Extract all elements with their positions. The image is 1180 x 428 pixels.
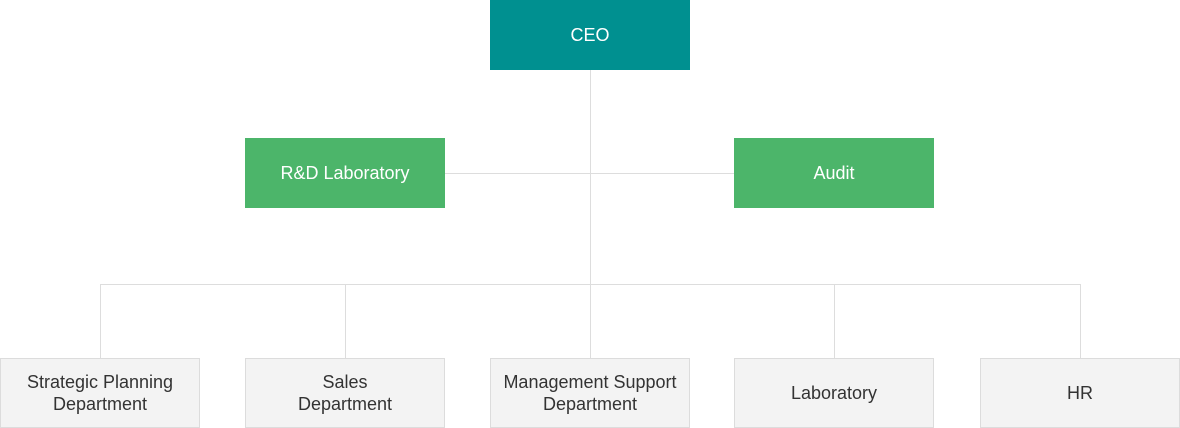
node-strategic-planning-label: Strategic Planning Department [26, 372, 174, 414]
node-management-support-department: Management Support Department [490, 358, 690, 428]
node-ceo: CEO [490, 0, 690, 70]
node-laboratory-label: Laboratory [790, 383, 878, 403]
node-rd-laboratory: R&D Laboratory [245, 138, 445, 208]
connector-middle-horizontal [445, 173, 734, 174]
node-audit: Audit [734, 138, 934, 208]
connector-dept-2 [345, 284, 346, 358]
node-hr: HR [980, 358, 1180, 428]
connector-dept-5 [1080, 284, 1081, 358]
node-sales-department: Sales Department [245, 358, 445, 428]
node-laboratory: Laboratory [734, 358, 934, 428]
node-rd-laboratory-label: R&D Laboratory [280, 163, 410, 183]
node-ceo-label: CEO [570, 25, 610, 45]
node-hr-label: HR [1067, 383, 1093, 403]
node-audit-label: Audit [813, 163, 855, 183]
connector-dept-3 [590, 284, 591, 358]
connector-ceo-vertical [590, 70, 591, 285]
node-management-support-label: Management Support Department [503, 372, 677, 414]
node-strategic-planning-department: Strategic Planning Department [0, 358, 200, 428]
connector-dept-1 [100, 284, 101, 358]
connector-dept-4 [834, 284, 835, 358]
node-sales-label: Sales Department [297, 372, 393, 414]
